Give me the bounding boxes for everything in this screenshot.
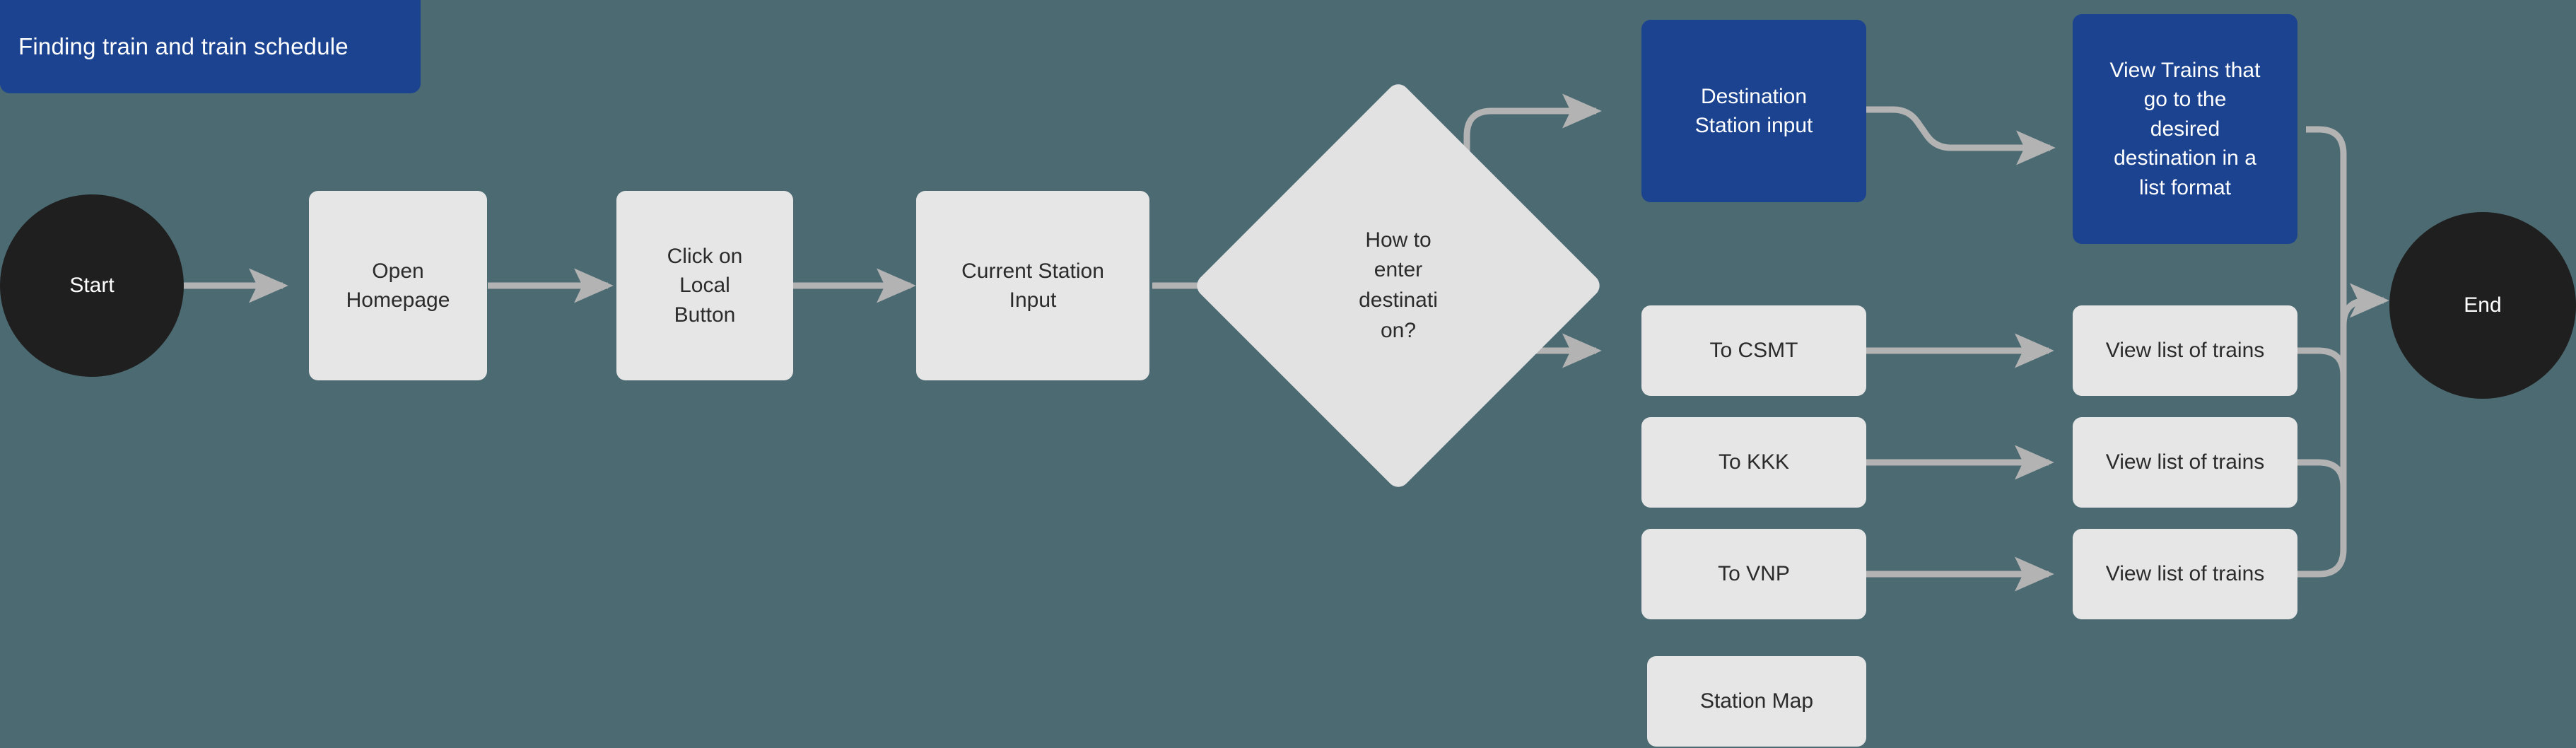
view-list-kkk-label: View list of trains: [2105, 450, 2265, 474]
station-map-label: Station Map: [1699, 689, 1814, 713]
destination-station-input-label: Destination Station input: [1694, 84, 1813, 137]
to-kkk-label: To KKK: [1718, 450, 1790, 474]
view-trains-list-node[interactable]: View Trains that go to the desired desti…: [2073, 14, 2297, 244]
view-list-csmt-node[interactable]: View list of trains: [2073, 305, 2297, 396]
to-vnp-node[interactable]: To VNP: [1641, 529, 1866, 619]
view-list-csmt-label: View list of trains: [2105, 339, 2265, 363]
open-homepage-label: Open Homepage: [346, 259, 450, 312]
decision-label: How to enter destinati on?: [1359, 228, 1438, 342]
start-node[interactable]: Start: [0, 194, 184, 377]
connector-viewtrains-to-trunk: [2306, 126, 2347, 325]
end-node-label: End: [2464, 293, 2502, 317]
to-vnp-label: To VNP: [1718, 562, 1790, 586]
diagram-title: Finding train and train schedule: [18, 33, 349, 59]
to-kkk-node[interactable]: To KKK: [1641, 417, 1866, 508]
view-list-vnp-node[interactable]: View list of trains: [2073, 529, 2297, 619]
to-csmt-node[interactable]: To CSMT: [1641, 305, 1866, 396]
to-csmt-label: To CSMT: [1709, 339, 1798, 363]
diagram-title-banner: Finding train and train schedule: [0, 0, 421, 93]
current-station-input-node[interactable]: Current Station Input: [916, 191, 1149, 380]
click-local-button-node[interactable]: Click on Local Button: [616, 191, 793, 380]
view-list-vnp-label: View list of trains: [2105, 562, 2265, 586]
view-list-kkk-node[interactable]: View list of trains: [2073, 417, 2297, 508]
destination-station-input-node[interactable]: Destination Station input: [1641, 20, 1866, 202]
click-local-button-label: Click on Local Button: [667, 244, 743, 327]
station-map-node[interactable]: Station Map: [1647, 656, 1866, 747]
open-homepage-node[interactable]: Open Homepage: [309, 191, 487, 380]
end-node[interactable]: End: [2389, 212, 2576, 399]
view-trains-list-label: View Trains that go to the desired desti…: [2109, 59, 2261, 199]
start-node-label: Start: [69, 274, 115, 297]
current-station-input-label: Current Station Input: [961, 259, 1104, 312]
destination-entry-decision-node[interactable]: How to enter destinati on?: [1192, 79, 1605, 492]
